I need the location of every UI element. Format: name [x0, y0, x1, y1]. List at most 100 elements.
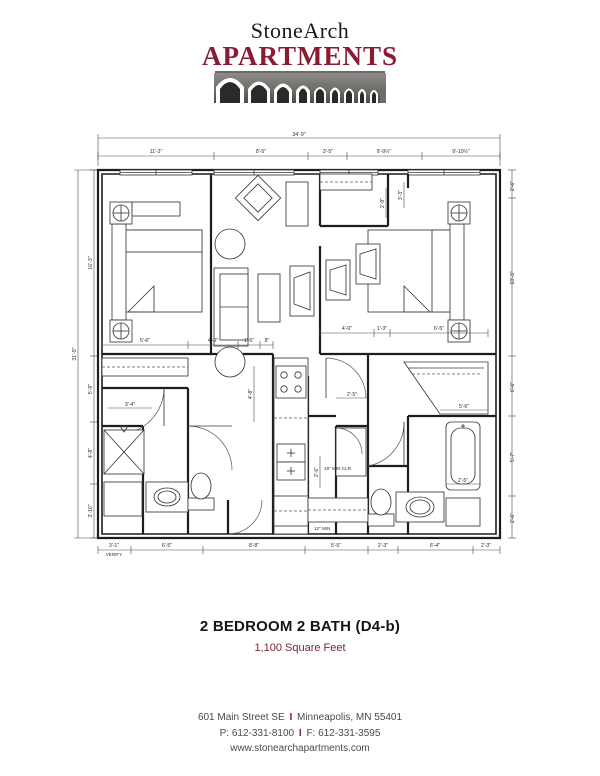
dimension-bottom-2: 6'-5": [162, 543, 172, 549]
dimension-interior-9: 4'-8": [248, 389, 254, 399]
dimension-interior-14: 2'-9": [380, 198, 386, 208]
closet-bedroom-right: [319, 173, 373, 191]
dimension-top-3: 3'-5": [323, 149, 333, 155]
dimension-interior-3: 1'-5": [244, 338, 254, 344]
footer-address-line: 601 Main Street SE I Minneapolis, MN 554…: [0, 710, 600, 726]
toilet-right: [367, 488, 395, 527]
dimension-top-4: 9'-9½": [377, 148, 392, 155]
dimension-chain-right: 2'-6" 10'-3" 6'-6" 5'-7" 2'-6": [508, 169, 516, 539]
dimension-interior-10: 2'-5": [347, 392, 357, 398]
dimension-chain-interior-right: 4'-0" 1'-3" 6'-5": [319, 326, 489, 337]
footer-separator-1: I: [289, 712, 293, 723]
kitchen-island: [307, 497, 369, 523]
bed-left: [111, 223, 203, 321]
dimension-interior-closet-left: 3'-4": [108, 402, 152, 409]
closet-bedroom-left: [101, 357, 189, 377]
footer-contact-line: P: 612-331-8100 I F: 612-331-3595: [0, 726, 600, 742]
door-swing-bedroom-right: [325, 357, 367, 399]
square-footage: 1,100 Square Feet: [254, 642, 346, 654]
dimension-chain-top: 34'-9" 11'-3" 8'-5" 3'-5" 9'-9½" 9'-10½": [97, 132, 501, 166]
dimension-interior-bath-right: 2'-5" 5'-6" 2'-5" 2'-6" 2'-9" 3'-3": [314, 182, 488, 488]
dimension-bottom-4: 5'-5": [331, 543, 341, 549]
dimension-interior-1: 5'-6": [140, 338, 150, 344]
footer-separator-2: I: [298, 727, 302, 739]
dimension-interior-kitchen: 4'-8": [248, 366, 255, 422]
dimension-interior-4: 8": [265, 338, 270, 344]
dimension-interior-13: 2'-6": [314, 467, 320, 477]
stone-arch-bridge-icon: [214, 73, 386, 104]
footer-website[interactable]: www.stonearchapartments.com: [230, 743, 370, 754]
dimension-left-3: 4'-8": [88, 448, 94, 458]
walk-in-closet-right: [403, 361, 489, 415]
dimension-bottom-6: 6'-4": [430, 543, 440, 549]
coffee-table-living: [257, 273, 281, 323]
footer-phone: P: 612-331-8100: [219, 727, 295, 739]
end-table-bottom: [214, 346, 246, 378]
dimension-interior-7: 6'-5": [434, 326, 444, 332]
vanity-sink-left: [145, 481, 189, 513]
dimension-right-4: 5'-7": [510, 452, 516, 462]
bedroom-right-furniture: [325, 201, 471, 399]
dimension-chain-left: 31'-9" 16'-3" 5'-9" 4'-8" 3'-10": [72, 169, 108, 539]
dimension-right-1: 2'-6": [510, 181, 516, 191]
dimension-right-2: 10'-3": [510, 271, 516, 284]
shower-left: [103, 425, 145, 475]
vanity-sink-right: [395, 491, 445, 523]
nightstand-top-right: [447, 201, 471, 225]
dresser-right-2: [355, 243, 381, 285]
dresser-left: [131, 201, 181, 217]
dimension-bottom-1-note: VERIFY: [106, 552, 123, 557]
linen-closet-right: [445, 497, 481, 527]
footer-fax: F: 612-331-3595: [306, 727, 381, 739]
kitchen-sink: [276, 443, 306, 481]
footer-street: 601 Main Street SE: [197, 712, 285, 723]
footer-city: Minneapolis, MN 55401: [297, 712, 403, 723]
dimension-left-4: 3'-10": [88, 504, 94, 517]
dimension-bottom-1: 3'-1": [109, 543, 119, 549]
brand-logo: StoneArch APARTMENTS: [0, 14, 600, 104]
living-room-furniture: [213, 174, 315, 378]
nightstand-top-left: [109, 201, 133, 225]
dimension-top-5: 9'-10½": [452, 148, 470, 155]
nightstand-bottom-right: [447, 319, 471, 343]
dimension-interior-11: 5'-6": [459, 404, 469, 410]
bathroom-right: [335, 361, 489, 527]
window-bedroom-right-2: [407, 169, 481, 176]
linen-closet-left: [103, 481, 143, 517]
dimension-left-2: 5'-9": [88, 384, 94, 394]
brand-name-stonearch: StoneArch: [250, 18, 350, 43]
door-swing-bathroom-left: [187, 425, 233, 471]
brand-divider: [215, 71, 385, 74]
accent-chair-living: [234, 174, 282, 222]
dimension-bottom-3: 8'-8": [249, 543, 259, 549]
range-stove: [275, 365, 307, 399]
dimension-top-2: 8'-5": [256, 149, 266, 155]
laundry-stack: [335, 427, 367, 477]
window-living: [213, 169, 295, 176]
toilet-left: [187, 472, 215, 511]
sofa-living: [213, 267, 249, 347]
refrigerator: [273, 495, 309, 527]
dimension-interior-15: 3'-3": [398, 190, 404, 200]
dimension-left-1: 16'-3": [88, 256, 94, 269]
entry-door: [226, 499, 263, 535]
dimension-top-1: 11'-3": [150, 149, 163, 155]
brand-name-secondary: APARTMENTS: [201, 41, 399, 71]
footer: 601 Main Street SE I Minneapolis, MN 554…: [0, 710, 600, 757]
dimension-interior-5: 4'-0": [342, 326, 352, 332]
dimension-interior-2: 4'-0": [208, 338, 218, 344]
dresser-right-1: [325, 259, 351, 301]
tv-console-living: [289, 265, 315, 317]
dimension-right-3: 6'-6": [510, 382, 516, 392]
page-title: 2 BEDROOM 2 BATH (D4-b): [199, 618, 401, 635]
end-table-top: [214, 228, 246, 260]
window-group-top: [119, 169, 481, 176]
brand-name-primary: StoneArch: [0, 14, 600, 44]
dining-table-living: [285, 181, 309, 227]
bedroom-left-furniture: [101, 201, 203, 435]
floor-plan-drawing: .w { fill:none; stroke:#1d1d1d; stroke-w…: [72, 132, 516, 557]
bathroom-left: [103, 425, 233, 517]
dimension-bottom-7: 2'-3": [481, 543, 491, 549]
window-bedroom-left: [119, 169, 193, 176]
dimension-interior-6: 1'-3": [377, 326, 387, 332]
